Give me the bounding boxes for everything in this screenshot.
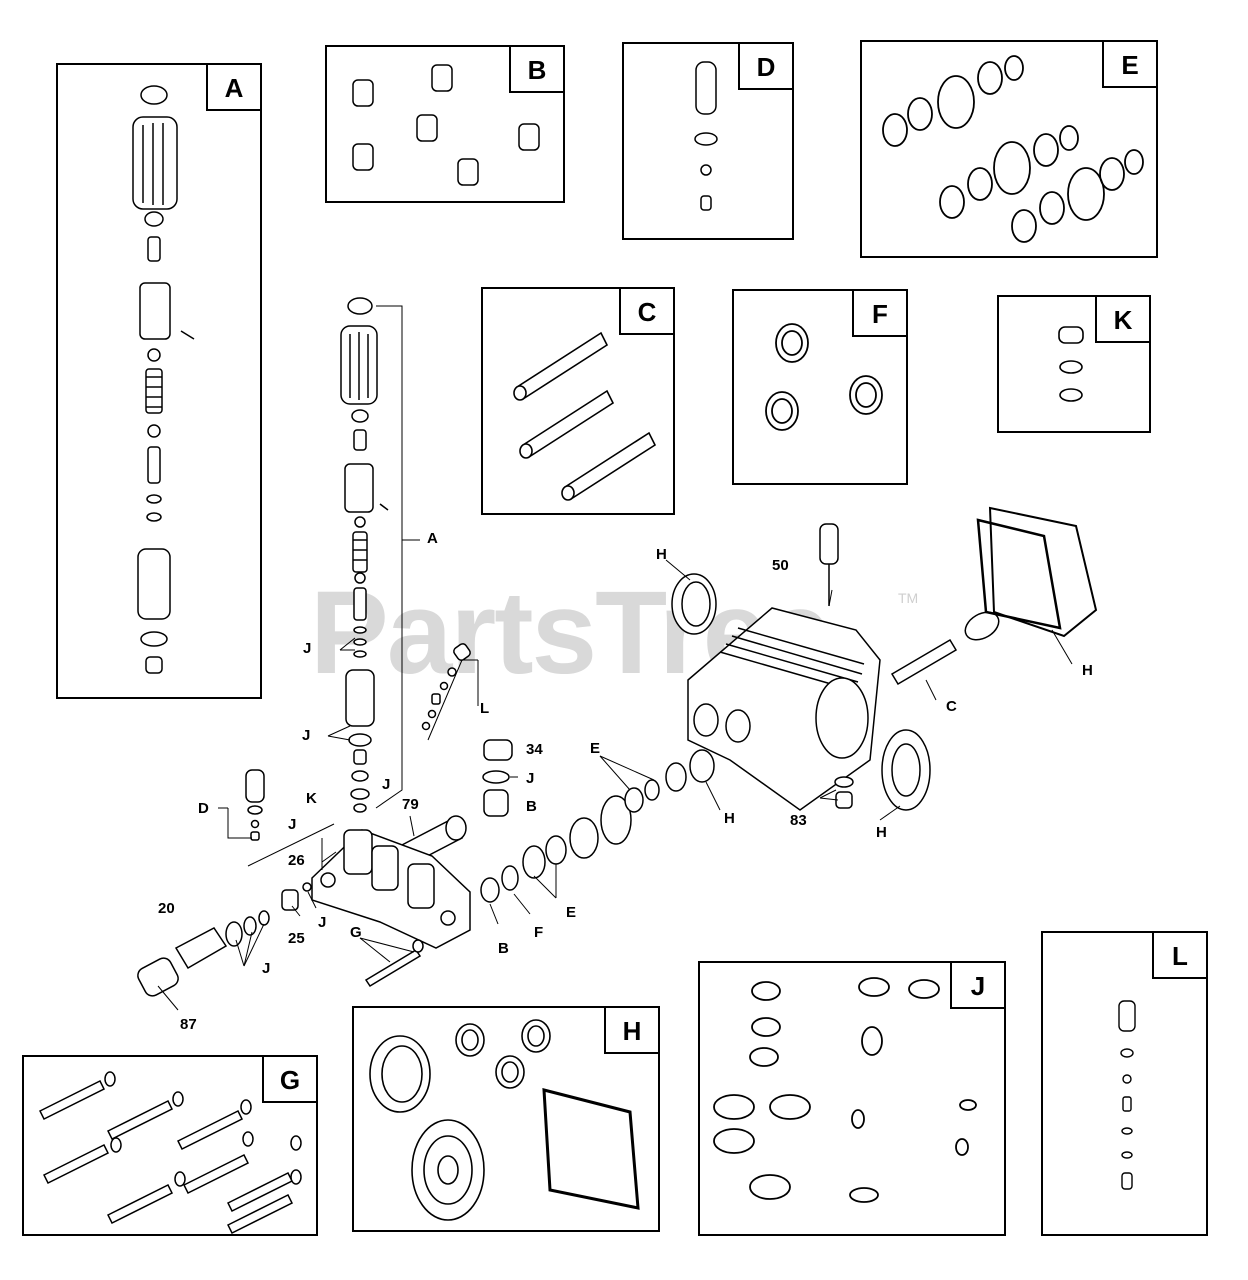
kit-box-d: D bbox=[622, 42, 794, 240]
kit-box-l: L bbox=[1041, 931, 1208, 1236]
callout-e-2: E bbox=[566, 904, 577, 921]
callout-b-2: B bbox=[498, 940, 509, 957]
callout-j-1: J bbox=[303, 640, 312, 657]
callout-d: D bbox=[198, 800, 209, 817]
callout-j-2: J bbox=[302, 727, 311, 744]
kit-j-tag: J bbox=[950, 963, 1004, 1009]
kit-l-tag: L bbox=[1152, 933, 1206, 979]
kit-g-tag: G bbox=[262, 1057, 316, 1103]
callout-h-4: H bbox=[876, 824, 887, 841]
kit-b-tag: B bbox=[509, 47, 563, 93]
callout-f: F bbox=[534, 924, 544, 941]
kit-l-drawing bbox=[1118, 1000, 1136, 1190]
kit-j-drawing bbox=[713, 977, 977, 1203]
kit-b-drawing bbox=[352, 64, 540, 186]
kit-a-tag: A bbox=[206, 65, 260, 111]
kit-box-k: K bbox=[997, 295, 1151, 433]
kit-box-g: G bbox=[22, 1055, 318, 1236]
kit-k-tag: K bbox=[1095, 297, 1149, 343]
callout-79: 79 bbox=[402, 796, 419, 813]
kit-box-b: B bbox=[325, 45, 565, 203]
valve-cap bbox=[347, 297, 373, 315]
callout-j-3: J bbox=[526, 770, 535, 787]
watermark-trademark: TM bbox=[898, 590, 919, 606]
callout-h-2: H bbox=[724, 810, 735, 827]
crankcase bbox=[687, 607, 881, 811]
callout-g: G bbox=[350, 924, 362, 941]
kit-box-c: C bbox=[481, 287, 675, 515]
callout-a: A bbox=[427, 530, 438, 547]
callout-j-7: J bbox=[262, 960, 271, 977]
kit-box-f: F bbox=[732, 289, 908, 485]
callout-20: 20 bbox=[158, 900, 175, 917]
callout-25: 25 bbox=[288, 930, 305, 947]
callout-83: 83 bbox=[790, 812, 807, 829]
callout-j-5: J bbox=[288, 816, 297, 833]
callout-k: K bbox=[306, 790, 317, 807]
callout-b-1: B bbox=[526, 798, 537, 815]
kit-box-h: H bbox=[352, 1006, 660, 1232]
callout-87: 87 bbox=[180, 1016, 197, 1033]
kit-f-tag: F bbox=[852, 291, 906, 337]
callout-c: C bbox=[946, 698, 957, 715]
callout-j-6: J bbox=[318, 914, 327, 931]
kit-h-tag: H bbox=[604, 1008, 658, 1054]
kit-box-j: J bbox=[698, 961, 1006, 1236]
kit-e-drawing bbox=[882, 55, 1144, 243]
kit-k-drawing bbox=[1058, 326, 1084, 402]
kit-a-drawing bbox=[132, 85, 195, 674]
callout-50: 50 bbox=[772, 557, 789, 574]
kit-g-drawing bbox=[38, 1071, 302, 1235]
callout-26: 26 bbox=[288, 852, 305, 869]
callout-h-3: H bbox=[1082, 662, 1093, 679]
kit-box-a: A bbox=[56, 63, 262, 699]
kit-d-drawing bbox=[694, 61, 718, 211]
callout-l: L bbox=[480, 700, 490, 717]
kit-c-drawing bbox=[513, 331, 657, 501]
kit-h-drawing bbox=[369, 1019, 640, 1221]
kit-box-e: E bbox=[860, 40, 1158, 258]
kit-e-tag: E bbox=[1102, 42, 1156, 88]
kit-f-drawing bbox=[765, 323, 883, 431]
callout-h-1: H bbox=[656, 546, 667, 563]
callout-j-4: J bbox=[382, 776, 391, 793]
kit-c-tag: C bbox=[619, 289, 673, 335]
callout-e-1: E bbox=[590, 740, 601, 757]
kit-d-tag: D bbox=[738, 44, 792, 90]
callout-34: 34 bbox=[526, 741, 543, 758]
